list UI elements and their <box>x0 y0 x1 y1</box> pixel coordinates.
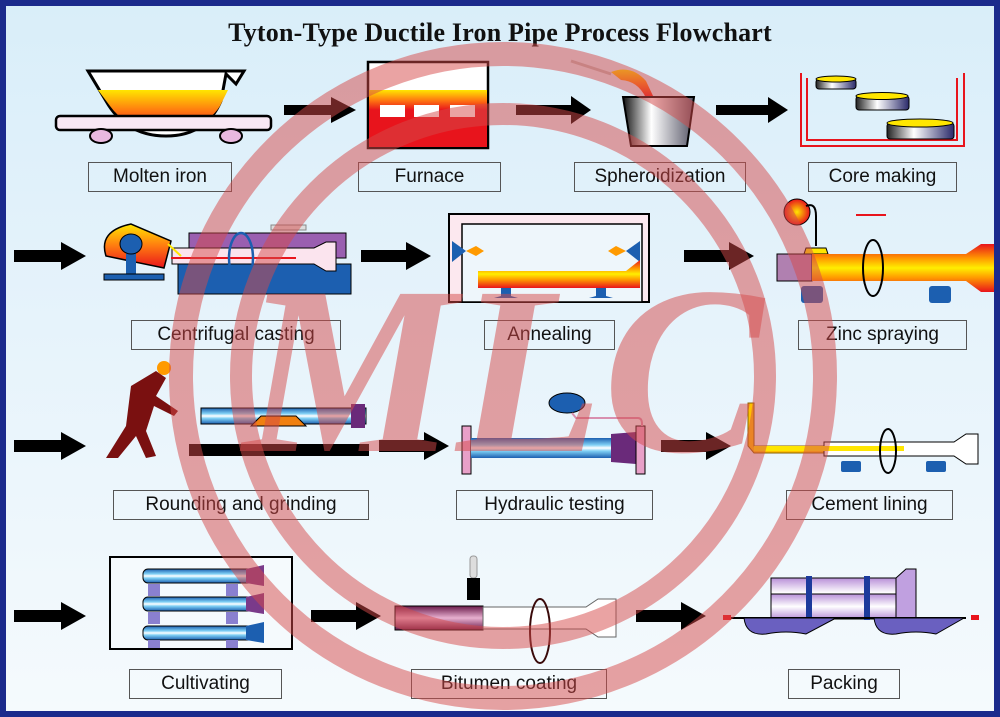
step-label-core-making: Core making <box>808 162 957 192</box>
step-label-zinc-spraying: Zinc spraying <box>798 320 967 350</box>
arrow-icon <box>14 432 86 460</box>
molten-iron-ladle-car-icon <box>54 69 273 144</box>
process-illustrations <box>14 59 994 664</box>
cement-lining-icon <box>747 402 979 474</box>
step-label-molten-iron: Molten iron <box>88 162 232 192</box>
annealing-furnace-icon <box>448 213 650 303</box>
step-label-cultivating: Cultivating <box>129 669 282 699</box>
centrifugal-casting-machine-icon <box>103 223 352 295</box>
arrow-icon <box>516 96 591 124</box>
arrow-icon <box>14 242 86 270</box>
arrow-icon <box>361 242 431 270</box>
furnace-icon <box>366 60 490 150</box>
hydraulic-testing-icon <box>461 392 646 475</box>
spheroidization-bucket-icon <box>570 59 696 147</box>
arrow-icon <box>311 602 381 630</box>
arrow-icon <box>661 432 731 460</box>
core-making-icon <box>800 73 965 147</box>
step-label-furnace: Furnace <box>358 162 501 192</box>
step-label-bitumen-coating: Bitumen coating <box>411 669 607 699</box>
step-label-cement-lining: Cement lining <box>786 490 953 520</box>
zinc-spraying-icon <box>776 198 994 303</box>
step-label-hydraulic-testing: Hydraulic testing <box>456 490 653 520</box>
arrow-icon <box>636 602 706 630</box>
arrow-icon <box>379 432 449 460</box>
packing-railcar-icon <box>723 568 979 635</box>
bitumen-coating-icon <box>394 555 617 664</box>
arrow-icon <box>684 242 754 270</box>
step-label-annealing: Annealing <box>484 320 615 350</box>
step-label-rounding-and-grinding: Rounding and grinding <box>113 490 369 520</box>
arrow-icon <box>284 97 356 123</box>
rounding-grinding-worker-icon <box>106 361 369 458</box>
step-label-packing: Packing <box>788 669 900 699</box>
arrow-icon <box>716 97 788 123</box>
step-label-spheroidization: Spheroidization <box>574 162 746 192</box>
cultivating-pipe-stack-icon <box>109 556 293 650</box>
arrow-icon <box>14 602 86 630</box>
step-label-centrifugal-casting: Centrifugal casting <box>131 320 341 350</box>
